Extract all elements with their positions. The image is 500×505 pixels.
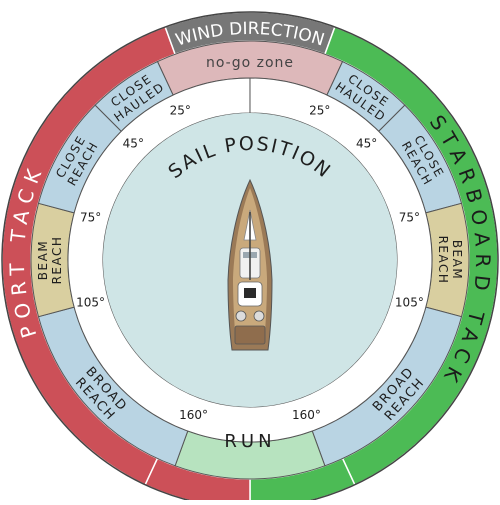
angle-75-starboard: 75° bbox=[399, 210, 420, 224]
outer-rim bbox=[1, 11, 499, 505]
angle-160-starboard: 160° bbox=[292, 408, 321, 422]
angle-160-port: 160° bbox=[179, 408, 208, 422]
angle-105-starboard: 105° bbox=[395, 296, 424, 310]
svg-text:REACH: REACH bbox=[436, 236, 450, 285]
svg-text:REACH: REACH bbox=[50, 236, 64, 285]
svg-text:BEAM: BEAM bbox=[450, 240, 464, 280]
angle-45-starboard: 45° bbox=[356, 136, 377, 150]
no-go-zone-label: no-go zone bbox=[206, 55, 294, 71]
angle-25-starboard: 25° bbox=[309, 103, 330, 117]
sailboat-top-view-icon bbox=[227, 178, 273, 351]
angle-75-port: 75° bbox=[80, 210, 101, 224]
run-label: RUN bbox=[224, 431, 275, 452]
angle-45-port: 45° bbox=[123, 136, 144, 150]
angle-25-port: 25° bbox=[170, 103, 191, 117]
angle-105-port: 105° bbox=[76, 296, 105, 310]
svg-text:BEAM: BEAM bbox=[36, 240, 50, 280]
